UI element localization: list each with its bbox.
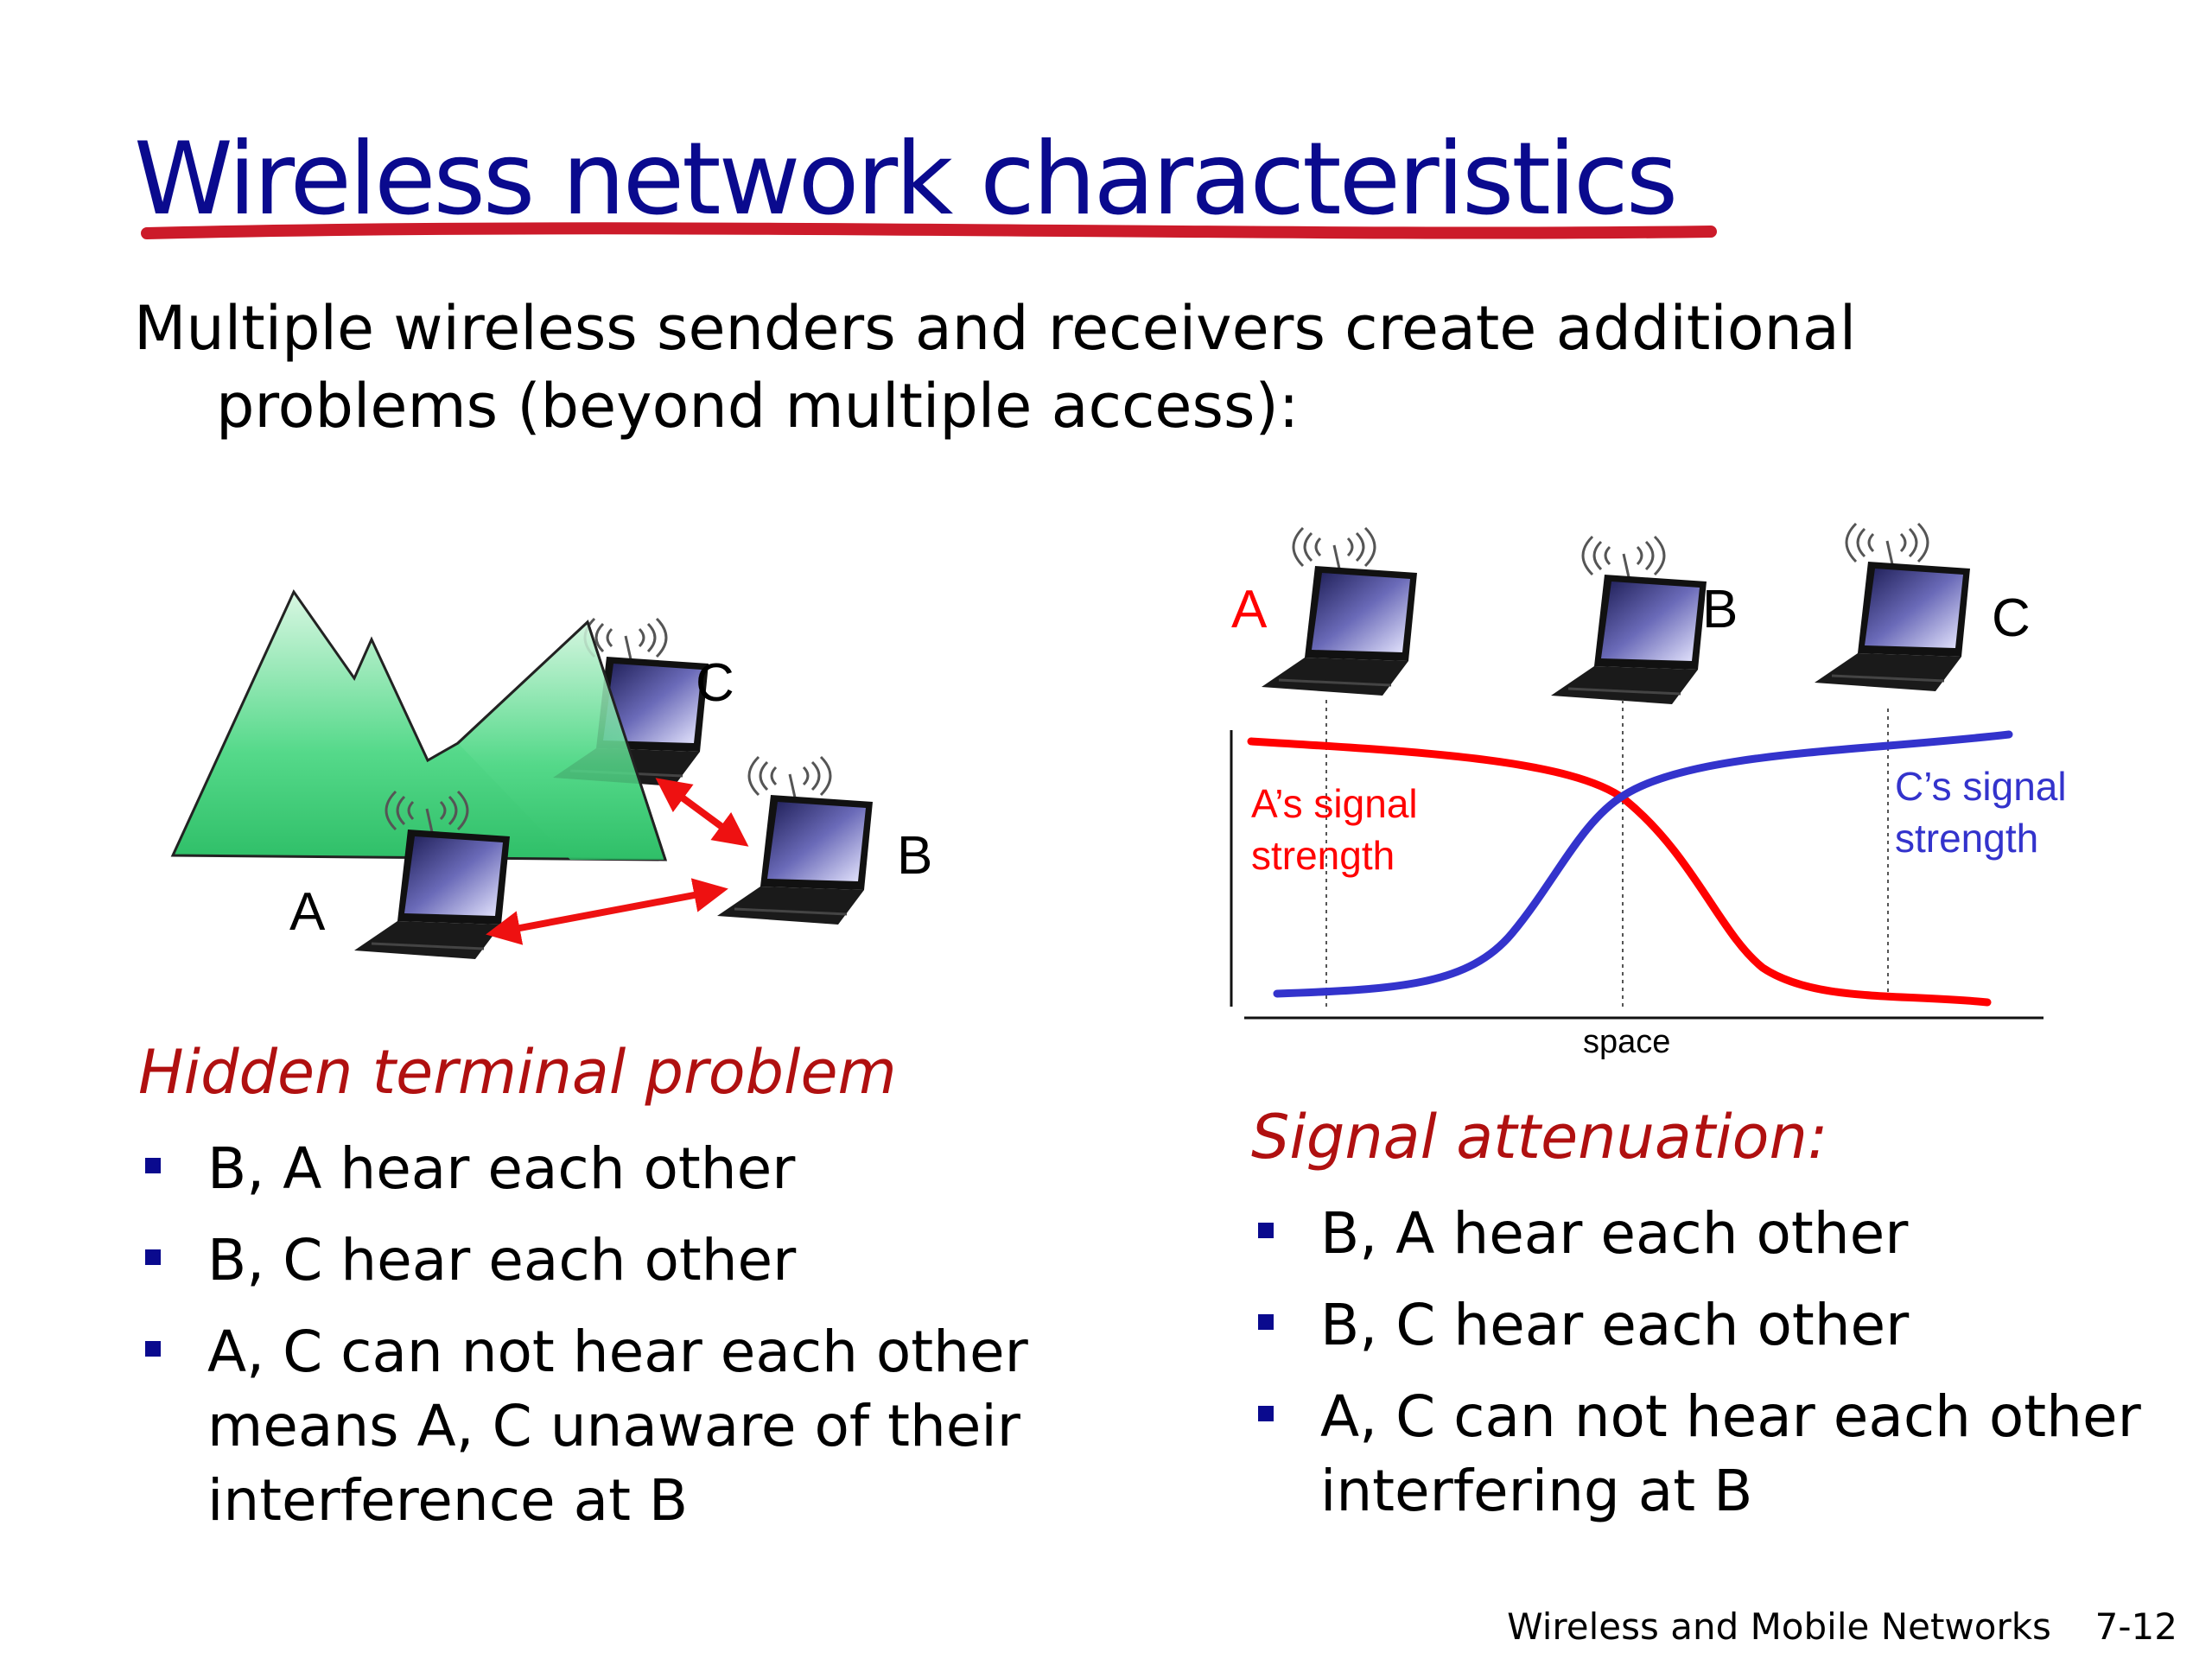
c-signal-curve	[1273, 730, 2013, 998]
bullet-text: A, C can not hear each other	[1320, 1383, 2141, 1450]
a-signal-label-line1: A’s signal	[1251, 781, 1418, 826]
intro-text: Multiple wireless senders and receivers …	[134, 289, 2121, 445]
hidden-terminal-list: B, A hear each other B, C hear each othe…	[138, 1132, 1089, 1555]
footer-page-number: 7-12	[2094, 1605, 2177, 1648]
c-signal-label-line1: C’s signal	[1895, 764, 2067, 809]
c-signal-label-line2: strength	[1895, 816, 2039, 861]
slide-title: Wireless network characteristics	[134, 121, 1678, 238]
bullet-text-cont: interfering at B	[1320, 1458, 1753, 1524]
bullet-icon	[145, 1249, 161, 1265]
bullet-icon	[1258, 1314, 1274, 1330]
signal-attenuation-list: B, A hear each other B, C hear each othe…	[1251, 1197, 2184, 1546]
bullet-text-cont: means A, C unaware of their	[207, 1393, 1020, 1459]
a-signal-label: A’s signal strength	[1251, 778, 1418, 881]
bullet-text: B, C hear each other	[207, 1227, 797, 1294]
bullet-icon	[1258, 1406, 1274, 1421]
intro-line-1: Multiple wireless senders and receivers …	[134, 293, 1857, 364]
laptop-c-right	[1813, 522, 1972, 693]
list-item: B, A hear each other	[138, 1132, 1089, 1206]
laptop-a-right	[1260, 526, 1419, 697]
right-label-a: A	[1231, 580, 1268, 639]
arrow-a-b	[486, 878, 728, 945]
list-item: B, C hear each other	[138, 1224, 1089, 1298]
bullet-text: B, A hear each other	[207, 1135, 796, 1202]
list-item: A, C can not hear each other interfering…	[1251, 1380, 2184, 1529]
right-label-b: B	[1702, 580, 1738, 639]
bullet-text-cont: interference at B	[207, 1467, 689, 1534]
left-label-b: B	[897, 826, 933, 886]
bullet-icon	[145, 1341, 161, 1357]
bullet-icon	[145, 1158, 161, 1173]
arrow-c-b	[655, 778, 749, 847]
laptop-b-right	[1549, 535, 1708, 706]
footer: Wireless and Mobile Networks 7-12	[1507, 1605, 2177, 1648]
list-item: A, C can not hear each other means A, C …	[138, 1315, 1089, 1538]
signal-attenuation-heading: Signal attenuation:	[1251, 1102, 1828, 1173]
footer-chapter: Wireless and Mobile Networks	[1507, 1605, 2051, 1648]
list-item: B, A hear each other	[1251, 1197, 2184, 1271]
hidden-terminal-diagram	[170, 588, 874, 961]
left-label-a: A	[289, 882, 326, 942]
signal-attenuation-chart	[1230, 522, 2044, 1020]
right-label-c: C	[1992, 588, 2031, 648]
a-signal-curve	[1247, 737, 1992, 1007]
bullet-text: B, C hear each other	[1320, 1292, 1910, 1358]
a-signal-label-line2: strength	[1251, 833, 1395, 878]
intro-line-2: problems (beyond multiple access):	[216, 371, 1300, 442]
bullet-icon	[1258, 1223, 1274, 1238]
left-label-c: C	[696, 653, 734, 713]
x-axis-label: space	[1583, 1024, 1671, 1060]
title-underline	[141, 222, 1717, 239]
bullet-text: B, A hear each other	[1320, 1200, 1909, 1267]
bullet-text: A, C can not hear each other	[207, 1319, 1028, 1385]
c-signal-label: C’s signal strength	[1895, 760, 2067, 864]
hidden-terminal-heading: Hidden terminal problem	[138, 1037, 897, 1108]
list-item: B, C hear each other	[1251, 1288, 2184, 1363]
